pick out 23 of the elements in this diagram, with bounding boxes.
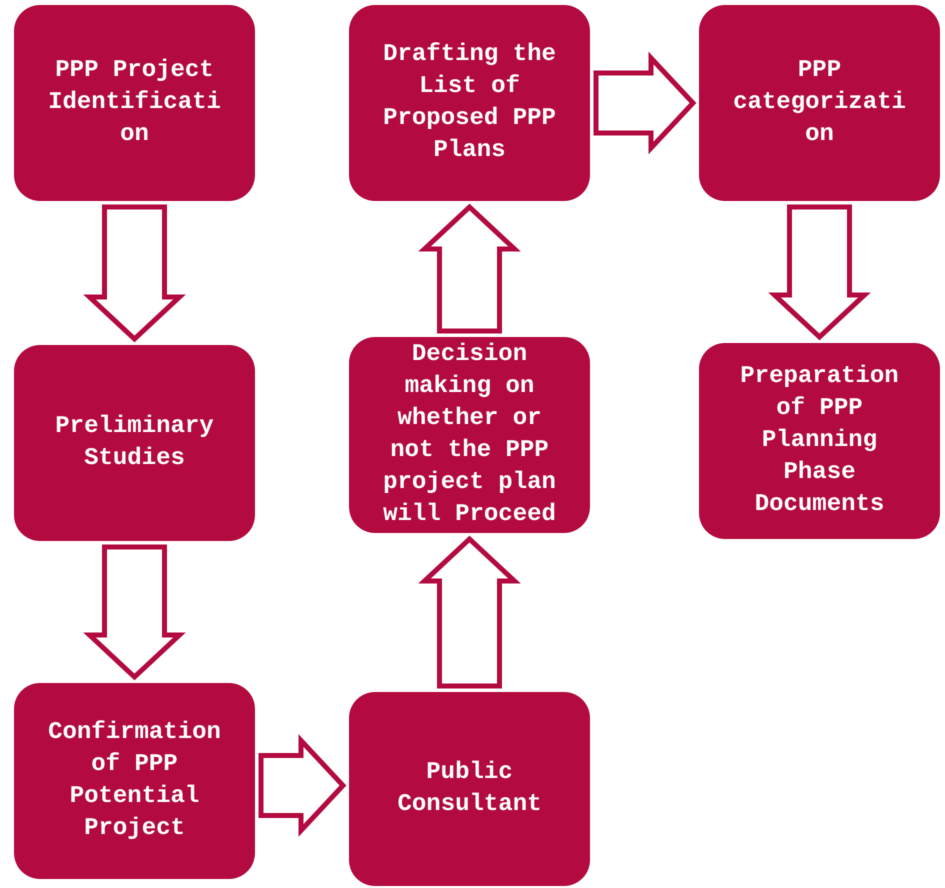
box-label: PPP Project Identification — [47, 56, 222, 150]
block-arrow — [768, 204, 871, 340]
process-box — [349, 5, 590, 201]
block-arrow — [594, 52, 696, 154]
box-label: Confirmation of PPP Potential Project — [47, 718, 222, 844]
process-box — [349, 337, 590, 533]
process-box — [14, 683, 255, 879]
box-label: Preliminary Studies — [54, 412, 215, 474]
block-arrow — [83, 204, 186, 342]
process-box — [349, 692, 590, 886]
block-arrow — [418, 204, 521, 334]
process-box — [14, 345, 255, 541]
box-label: PPP categorization — [732, 56, 907, 150]
block-arrow — [83, 544, 186, 680]
block-arrow — [258, 734, 346, 837]
box-label: Decision making on whether or not the PPP project plan will Proceed — [382, 340, 557, 530]
box-label: Public Consultant — [396, 758, 543, 820]
box-label: Preparation of PPP Planning Phase Documents — [739, 362, 900, 520]
process-box — [699, 343, 940, 539]
box-label: Drafting the List of Proposed PPP Plans — [382, 40, 557, 166]
process-box — [699, 5, 940, 201]
process-box — [14, 5, 255, 201]
block-arrow — [418, 536, 521, 688]
